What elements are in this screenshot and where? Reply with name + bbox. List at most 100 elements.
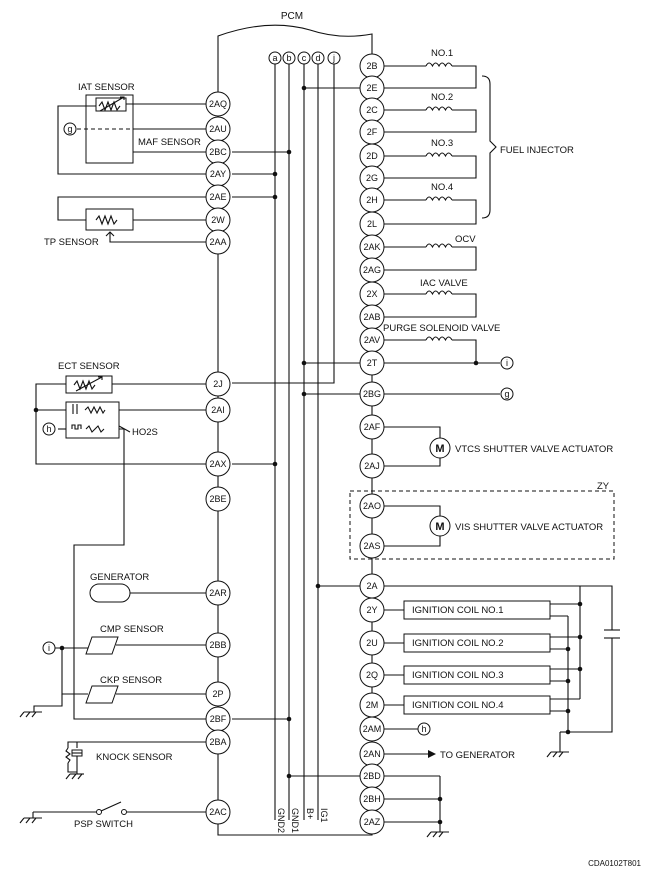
zy-dashed-box [349,490,615,560]
ref-h-left [42,422,56,436]
injector-no1-label: NO.1 [431,48,453,59]
svg-text:2P: 2P [212,689,223,699]
svg-text:2H: 2H [366,195,378,205]
svg-text:2AG: 2AG [363,265,381,275]
ho2s-label: HO2S [132,427,158,438]
svg-text:GND1: GND1 [290,808,300,833]
ref-i-right [500,356,514,370]
svg-text:2AI: 2AI [211,405,225,415]
internal-junctions [272,85,321,779]
svg-text:2AV: 2AV [364,335,380,345]
svg-text:2B: 2B [366,61,377,71]
fuel-injector-label: FUEL INJECTOR [500,145,574,156]
injector-no2-label: NO.2 [431,92,453,103]
knock-sensor-label: KNOCK SENSOR [96,752,173,763]
svg-text:M: M [435,521,444,533]
svg-text:i: i [48,643,50,653]
pcm-title: PCM [281,11,303,22]
ocv-iac-purge-wiring [304,243,500,395]
svg-text:d: d [315,53,320,63]
cmp-sensor [55,636,206,655]
vtcs-actuator: M [384,426,451,467]
ignition-coil-no4 [403,695,551,715]
maf-sensor-label: MAF SENSOR [138,137,201,148]
svg-text:2A: 2A [366,581,377,591]
svg-text:2X: 2X [366,289,377,299]
svg-text:2AJ: 2AJ [364,461,380,471]
svg-text:M: M [435,443,444,455]
svg-text:2BB: 2BB [209,640,226,650]
svg-text:2Q: 2Q [366,670,378,680]
svg-text:2AO: 2AO [363,501,381,511]
ref-h-right [417,722,431,736]
ocv-label: OCV [455,234,476,245]
svg-text:2BC: 2BC [209,147,227,157]
svg-text:2AF: 2AF [364,422,381,432]
svg-text:h: h [46,424,51,434]
figure-code: CDA0102T801 [588,859,641,868]
svg-text:2AS: 2AS [363,541,380,551]
iac-valve-label: IAC VALVE [420,278,468,289]
svg-text:2BD: 2BD [363,771,381,781]
fuel-injector-wiring [384,62,497,225]
ignition-coil-no3 [403,665,551,685]
iat-sensor-label: IAT SENSOR [78,82,135,93]
bus-names: GND2 GND1 B+ IG1 [276,808,329,833]
svg-text:B+: B+ [305,808,315,819]
svg-text:g: g [67,124,72,134]
svg-text:2AZ: 2AZ [364,817,381,827]
ho2s-sensor [36,401,206,720]
svg-text:2AM: 2AM [363,724,382,734]
svg-text:2AN: 2AN [363,749,381,759]
svg-text:b: b [286,53,291,63]
svg-text:2AK: 2AK [363,242,380,252]
ckp-sensor-label: CKP SENSOR [100,675,162,686]
vis-label: VIS SHUTTER VALVE ACTUATOR [455,522,603,533]
svg-text:IG1: IG1 [319,808,329,823]
svg-text:2BA: 2BA [209,737,226,747]
ckp-sensor [19,648,206,718]
vtcs-label: VTCS SHUTTER VALVE ACTUATOR [455,444,613,455]
svg-text:2M: 2M [366,700,379,710]
bus-letter-markers: a b c d j [268,51,341,65]
ref-g-right [500,387,514,401]
svg-text:2G: 2G [366,173,378,183]
svg-text:i: i [506,358,508,368]
svg-text:2AX: 2AX [209,459,226,469]
ignition-coil-junctions [565,601,583,735]
iat-maf-wiring [57,103,206,175]
svg-text:2Y: 2Y [366,605,377,615]
svg-text:IGNITION COIL NO.4: IGNITION COIL NO.4 [412,700,504,711]
pcm-outline [217,24,373,836]
svg-text:2BH: 2BH [363,794,381,804]
svg-text:2AU: 2AU [209,124,227,134]
psp-switch-label: PSP SWITCH [74,819,133,830]
svg-text:2J: 2J [213,379,223,389]
svg-text:2E: 2E [366,83,377,93]
svg-text:2F: 2F [367,127,378,137]
svg-text:2U: 2U [366,638,378,648]
svg-text:2AY: 2AY [210,169,226,179]
ref-i-left [42,641,56,655]
svg-text:c: c [302,53,307,63]
svg-text:j: j [332,53,335,63]
svg-text:2C: 2C [366,105,378,115]
svg-text:IGNITION COIL NO.3: IGNITION COIL NO.3 [412,670,504,681]
knock-sensor [65,741,206,780]
internal-wiring [232,87,360,777]
zy-label: ZY [597,481,610,492]
svg-text:2AE: 2AE [209,192,226,202]
svg-text:2AQ: 2AQ [209,99,227,109]
svg-text:2AA: 2AA [209,237,226,247]
svg-text:2W: 2W [211,215,225,225]
ect-sensor-label: ECT SENSOR [58,361,120,372]
generator [89,583,206,603]
purge-valve-label: PURGE SOLENOID VALVE [383,323,500,334]
svg-text:2BE: 2BE [209,494,226,504]
svg-text:IGNITION COIL NO.2: IGNITION COIL NO.2 [412,638,504,649]
tp-sensor-label: TP SENSOR [44,237,99,248]
pcm-left-pins: 2AQ 2AU 2BC 2AY 2AE 2W 2AA 2J 2AI 2AX 2B… [205,91,231,825]
svg-text:a: a [272,53,277,63]
injector-no4-label: NO.4 [431,182,453,193]
